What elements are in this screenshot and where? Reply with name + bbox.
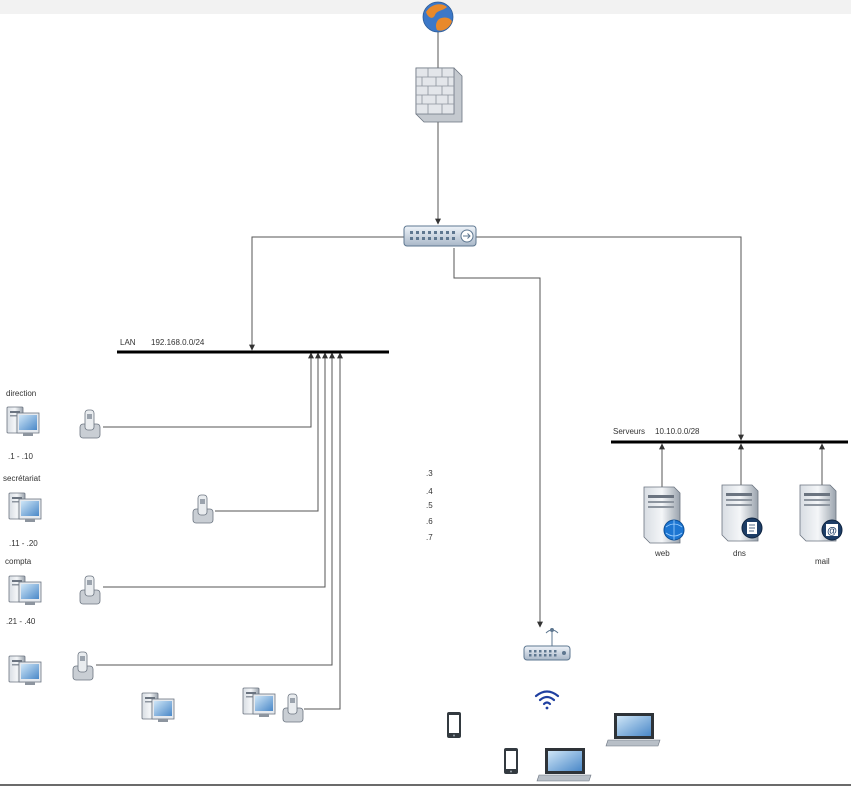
link-switch-lan — [249, 236, 404, 351]
ip-phone-icon[interactable] — [79, 575, 101, 605]
ip-label-5: .5 — [426, 501, 433, 510]
laptop-icon[interactable] — [536, 747, 592, 782]
web-server[interactable] — [643, 486, 685, 544]
workstation-icon[interactable] — [6, 406, 40, 437]
globe-icon[interactable] — [422, 1, 454, 33]
direction-label: direction — [6, 389, 36, 398]
ip-label-3: .3 — [426, 469, 433, 478]
globe-badge-icon — [663, 519, 685, 541]
link-phone2-lan — [215, 352, 321, 512]
top-shadow — [0, 0, 851, 14]
lan-subnet-label: 192.168.0.0/24 — [151, 338, 205, 347]
ip-label-7: .7 — [426, 533, 433, 542]
mail-server-label: mail — [815, 557, 830, 566]
workstation-icon[interactable] — [8, 575, 42, 606]
dns-server[interactable] — [721, 484, 763, 542]
wifi-icon — [534, 690, 560, 710]
workstation-icon[interactable] — [242, 687, 276, 718]
mail-server[interactable]: @ — [799, 484, 843, 542]
smartphone-icon[interactable] — [504, 748, 518, 774]
link-switch-servers — [476, 236, 744, 441]
link-phone4-lan — [96, 352, 335, 666]
ip-phone-icon[interactable] — [192, 494, 214, 524]
laptop-icon[interactable] — [605, 712, 661, 747]
document-badge-icon — [741, 517, 763, 539]
ip-phone-icon[interactable] — [79, 409, 101, 439]
svg-text:@: @ — [827, 526, 837, 537]
servers-subnet-label: 10.10.0.0/28 — [655, 427, 700, 436]
workstation-icon[interactable] — [8, 655, 42, 686]
dns-server-label: dns — [733, 549, 746, 558]
link-phone3-lan — [103, 352, 328, 588]
workstation-icon[interactable] — [8, 492, 42, 523]
ip-phone-icon[interactable] — [282, 693, 304, 723]
link-phone5-lan — [304, 352, 343, 710]
compta-range-label: .21 - .40 — [6, 617, 36, 626]
lan-name-label: LAN — [120, 338, 136, 347]
switch-icon[interactable] — [403, 225, 477, 247]
direction-range-label: .1 - .10 — [8, 452, 33, 461]
web-server-label: web — [654, 549, 670, 558]
secretariat-range-label: .11 - .20 — [9, 539, 38, 548]
workstation-icon[interactable] — [141, 692, 175, 723]
servers-name-label: Serveurs — [613, 427, 645, 436]
email-badge-icon: @ — [821, 519, 843, 541]
wireless-router-icon[interactable] — [523, 628, 571, 661]
ip-label-4: .4 — [426, 487, 433, 496]
firewall-icon[interactable] — [415, 67, 463, 123]
ip-label-6: .6 — [426, 517, 433, 526]
compta-label: compta — [5, 557, 32, 566]
ip-phone-icon[interactable] — [72, 651, 94, 681]
secretariat-label: secrétariat — [3, 474, 41, 483]
smartphone-icon[interactable] — [447, 712, 461, 738]
link-switch-ap — [453, 248, 543, 628]
link-phone1-lan — [103, 352, 314, 428]
connections — [96, 32, 825, 710]
